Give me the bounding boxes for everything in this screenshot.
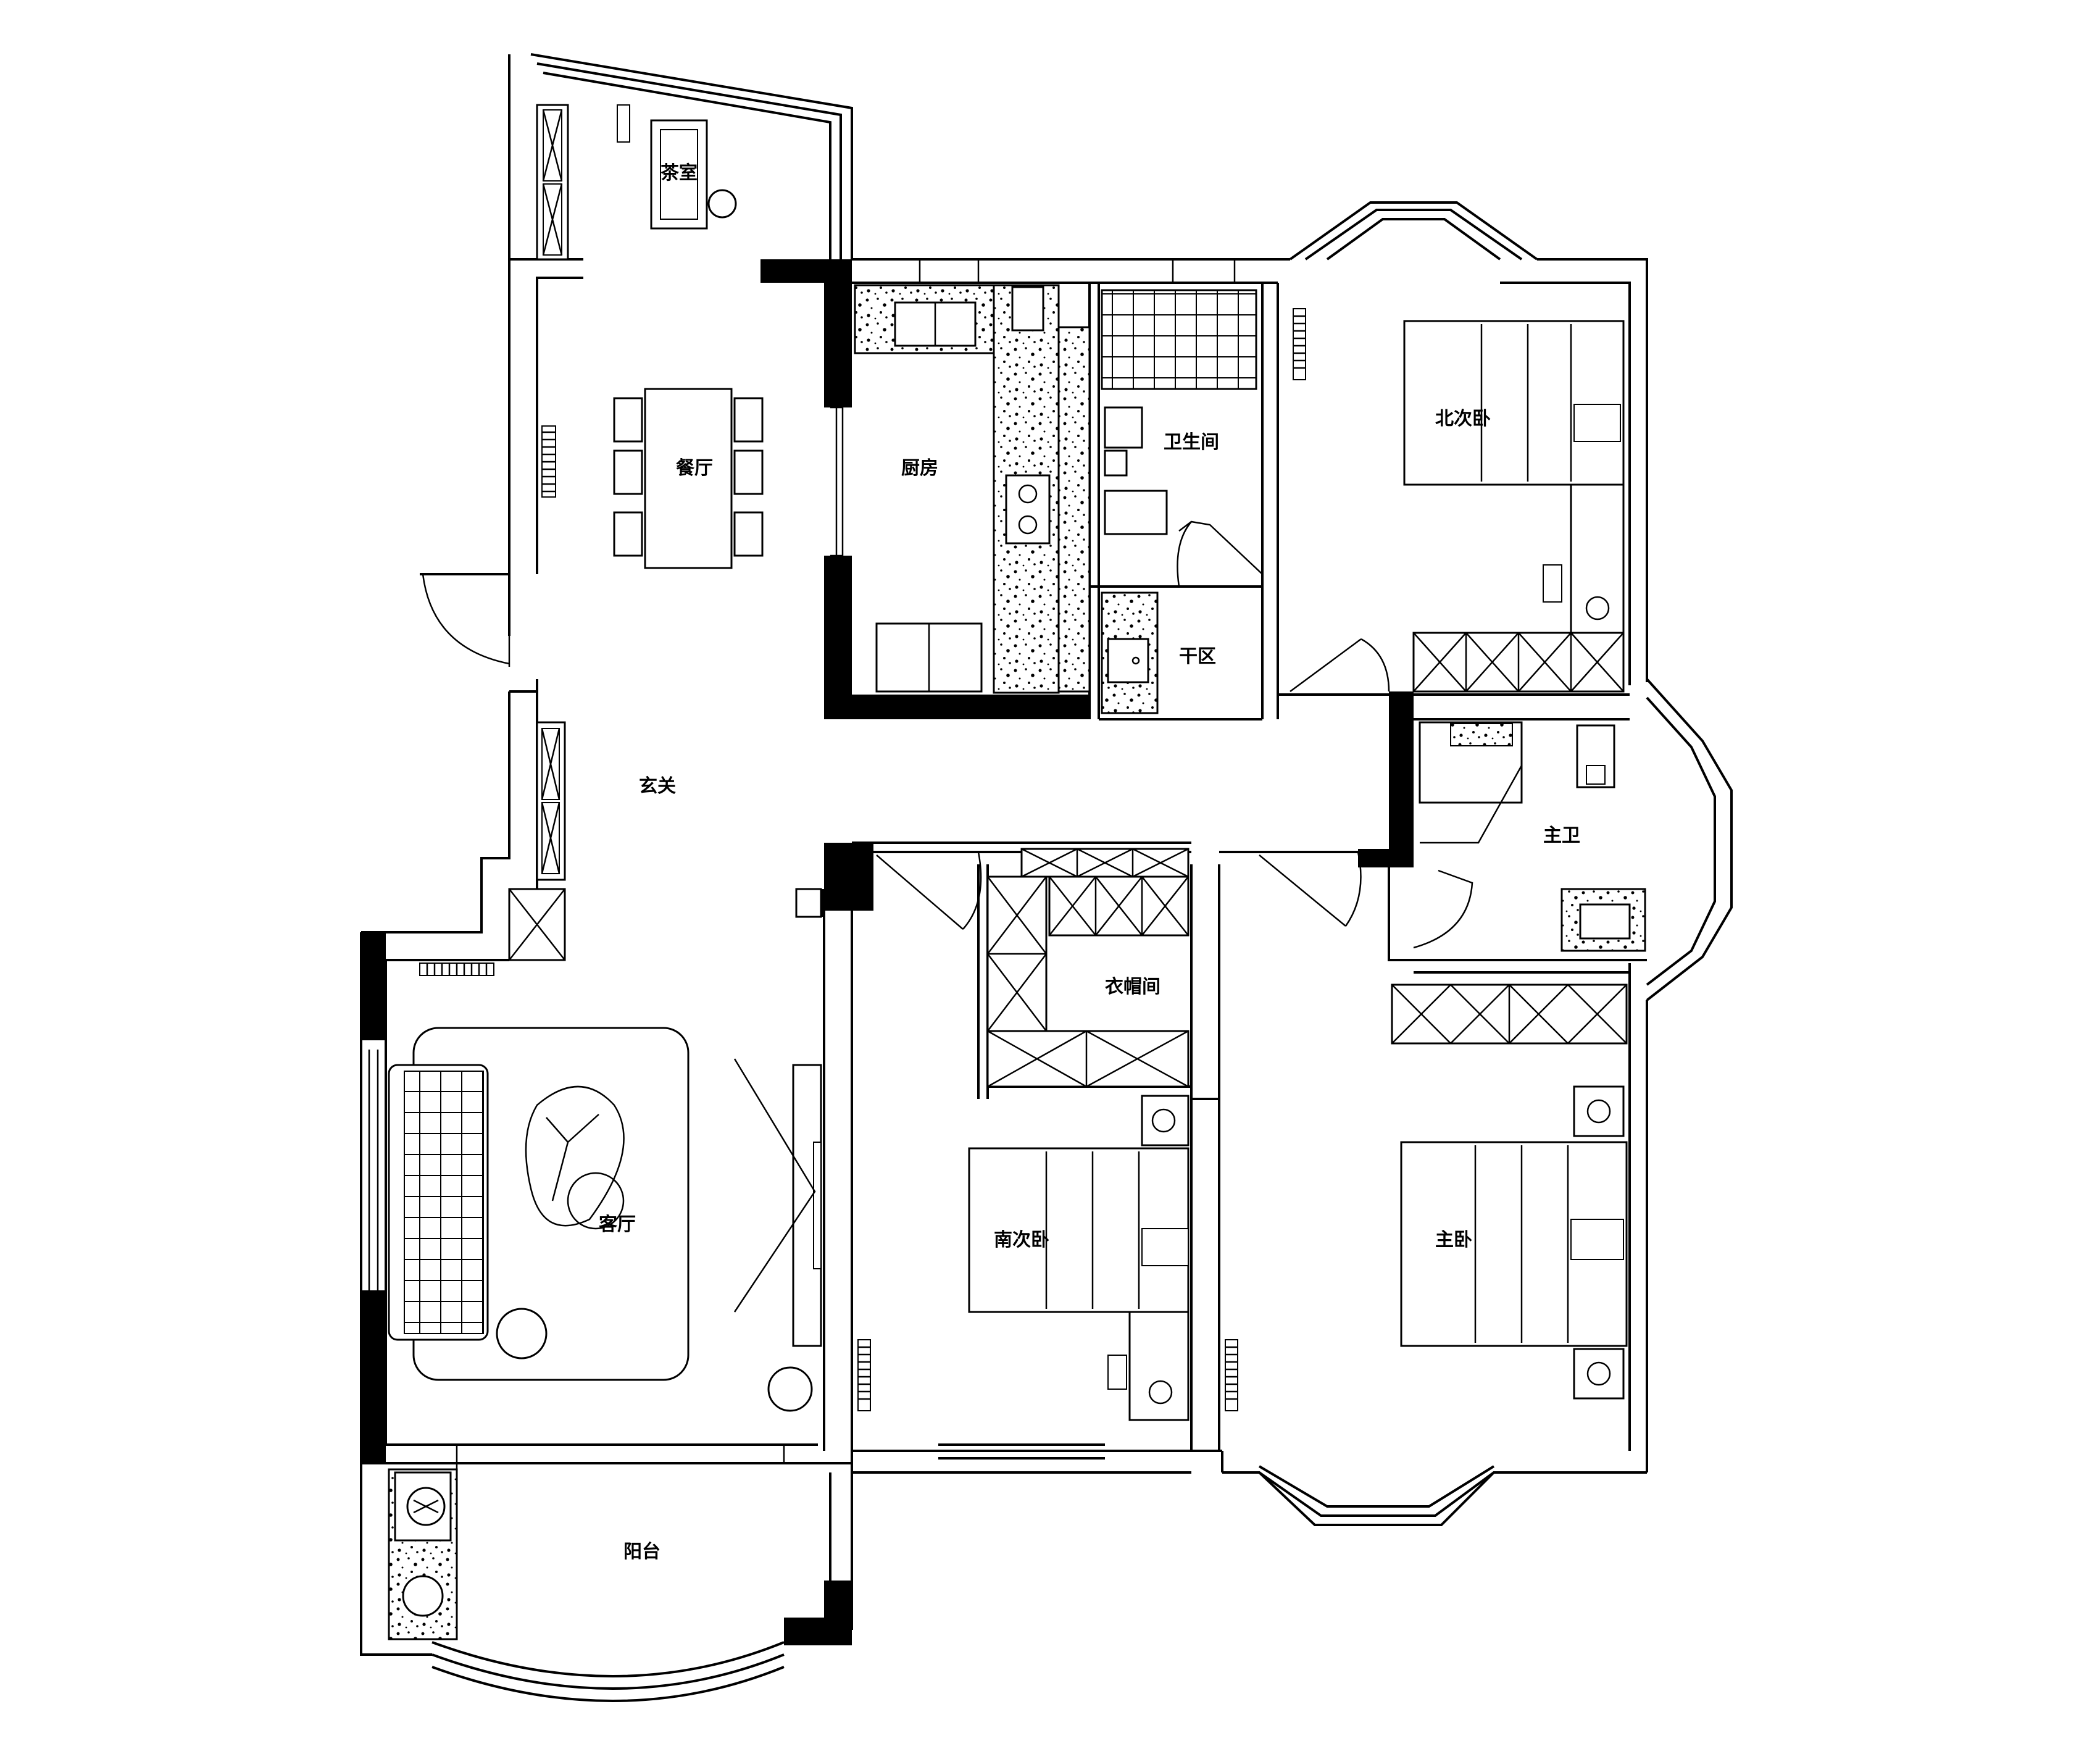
dry-area-fixtures xyxy=(1101,591,1159,714)
south-bedroom-door xyxy=(876,851,982,930)
label-entrance: 玄关 xyxy=(639,775,676,797)
master-bath-fixtures xyxy=(1413,721,1646,952)
balcony-fixtures xyxy=(388,1445,785,1640)
dining-table xyxy=(613,388,764,569)
north-bedroom-door xyxy=(1290,638,1390,693)
label-north-bedroom: 北次卧 xyxy=(1435,408,1491,430)
label-kitchen: 厨房 xyxy=(901,457,938,479)
label-living-room: 客厅 xyxy=(599,1214,636,1235)
label-walk-in-closet: 衣帽间 xyxy=(1105,976,1160,998)
bathroom-fixtures xyxy=(1101,289,1263,587)
label-dry-area: 干区 xyxy=(1179,646,1216,667)
label-bathroom: 卫生间 xyxy=(1164,432,1219,453)
label-balcony: 阳台 xyxy=(623,1541,660,1563)
structural-walls xyxy=(361,259,1414,1645)
radiator-master-bedroom xyxy=(1225,1339,1238,1411)
living-room-furniture xyxy=(388,888,822,1412)
radiator-dining xyxy=(541,425,556,498)
label-master-bedroom: 主卧 xyxy=(1435,1229,1472,1251)
entrance-cabinet xyxy=(508,721,566,961)
south-bedroom-furniture xyxy=(968,1095,1190,1421)
radiator-living xyxy=(419,963,494,976)
label-tea-room: 茶室 xyxy=(660,162,698,184)
entrance-door xyxy=(422,574,510,667)
label-south-bedroom: 南次卧 xyxy=(994,1229,1049,1251)
kitchen-counters xyxy=(854,284,1091,694)
label-dining: 餐厅 xyxy=(676,457,713,479)
master-bedroom-furniture xyxy=(1391,983,1628,1400)
radiator-north-bedroom xyxy=(1293,308,1306,380)
tea-room-furniture xyxy=(536,104,737,261)
radiator-south-bedroom xyxy=(857,1339,871,1411)
label-master-bath: 主卫 xyxy=(1543,825,1580,846)
closet-furniture xyxy=(986,848,1190,1088)
master-bedroom-door xyxy=(1259,851,1362,927)
north-bedroom-furniture xyxy=(1403,320,1625,693)
